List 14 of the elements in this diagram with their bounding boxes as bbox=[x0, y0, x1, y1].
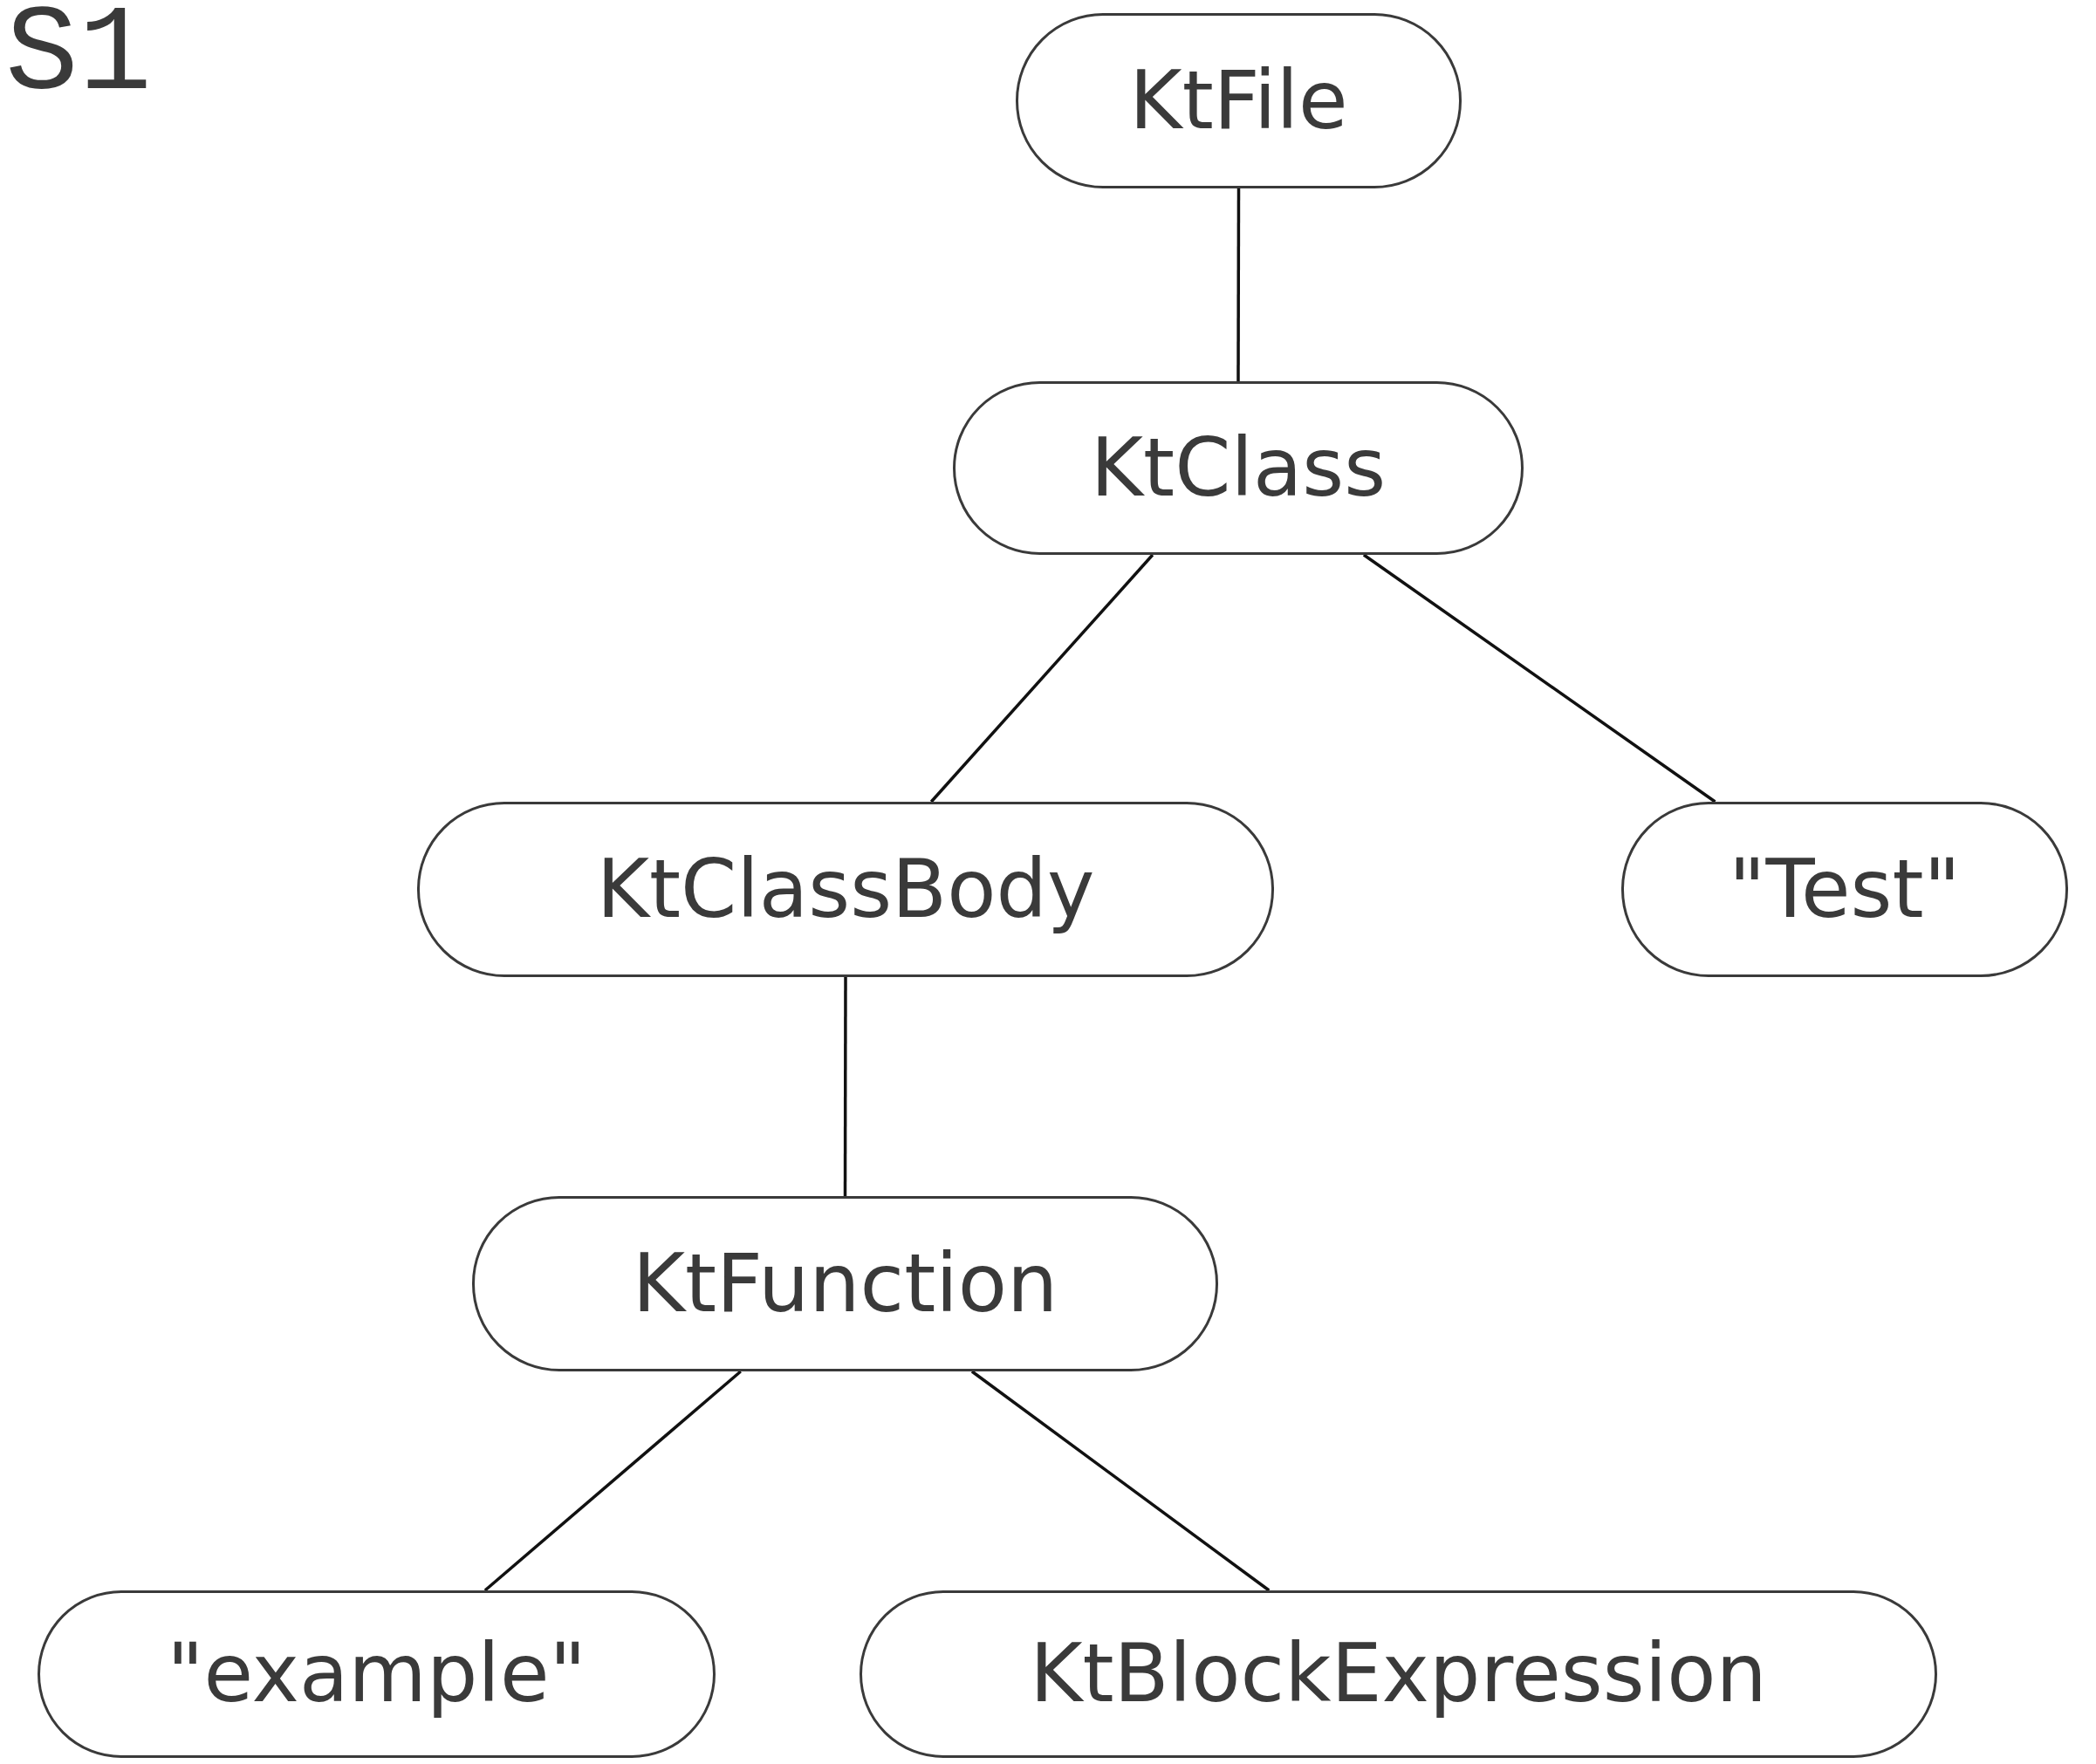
connector-line bbox=[843, 977, 847, 1196]
node-label: "example" bbox=[167, 1630, 586, 1719]
connector-line bbox=[483, 1370, 742, 1592]
connector-line bbox=[1236, 188, 1241, 381]
node-label: KtFunction bbox=[632, 1239, 1058, 1329]
node-label: KtClassBody bbox=[596, 844, 1095, 934]
figure-label: S1 bbox=[5, 0, 153, 117]
node-label: KtFile bbox=[1129, 56, 1348, 146]
node-label: "Test" bbox=[1729, 844, 1961, 934]
node-label: KtBlockExpression bbox=[1030, 1630, 1767, 1719]
connector-line bbox=[1362, 553, 1716, 803]
connector-line bbox=[970, 1370, 1271, 1592]
node-label: KtClass bbox=[1090, 423, 1387, 513]
connector-line bbox=[929, 553, 1154, 803]
